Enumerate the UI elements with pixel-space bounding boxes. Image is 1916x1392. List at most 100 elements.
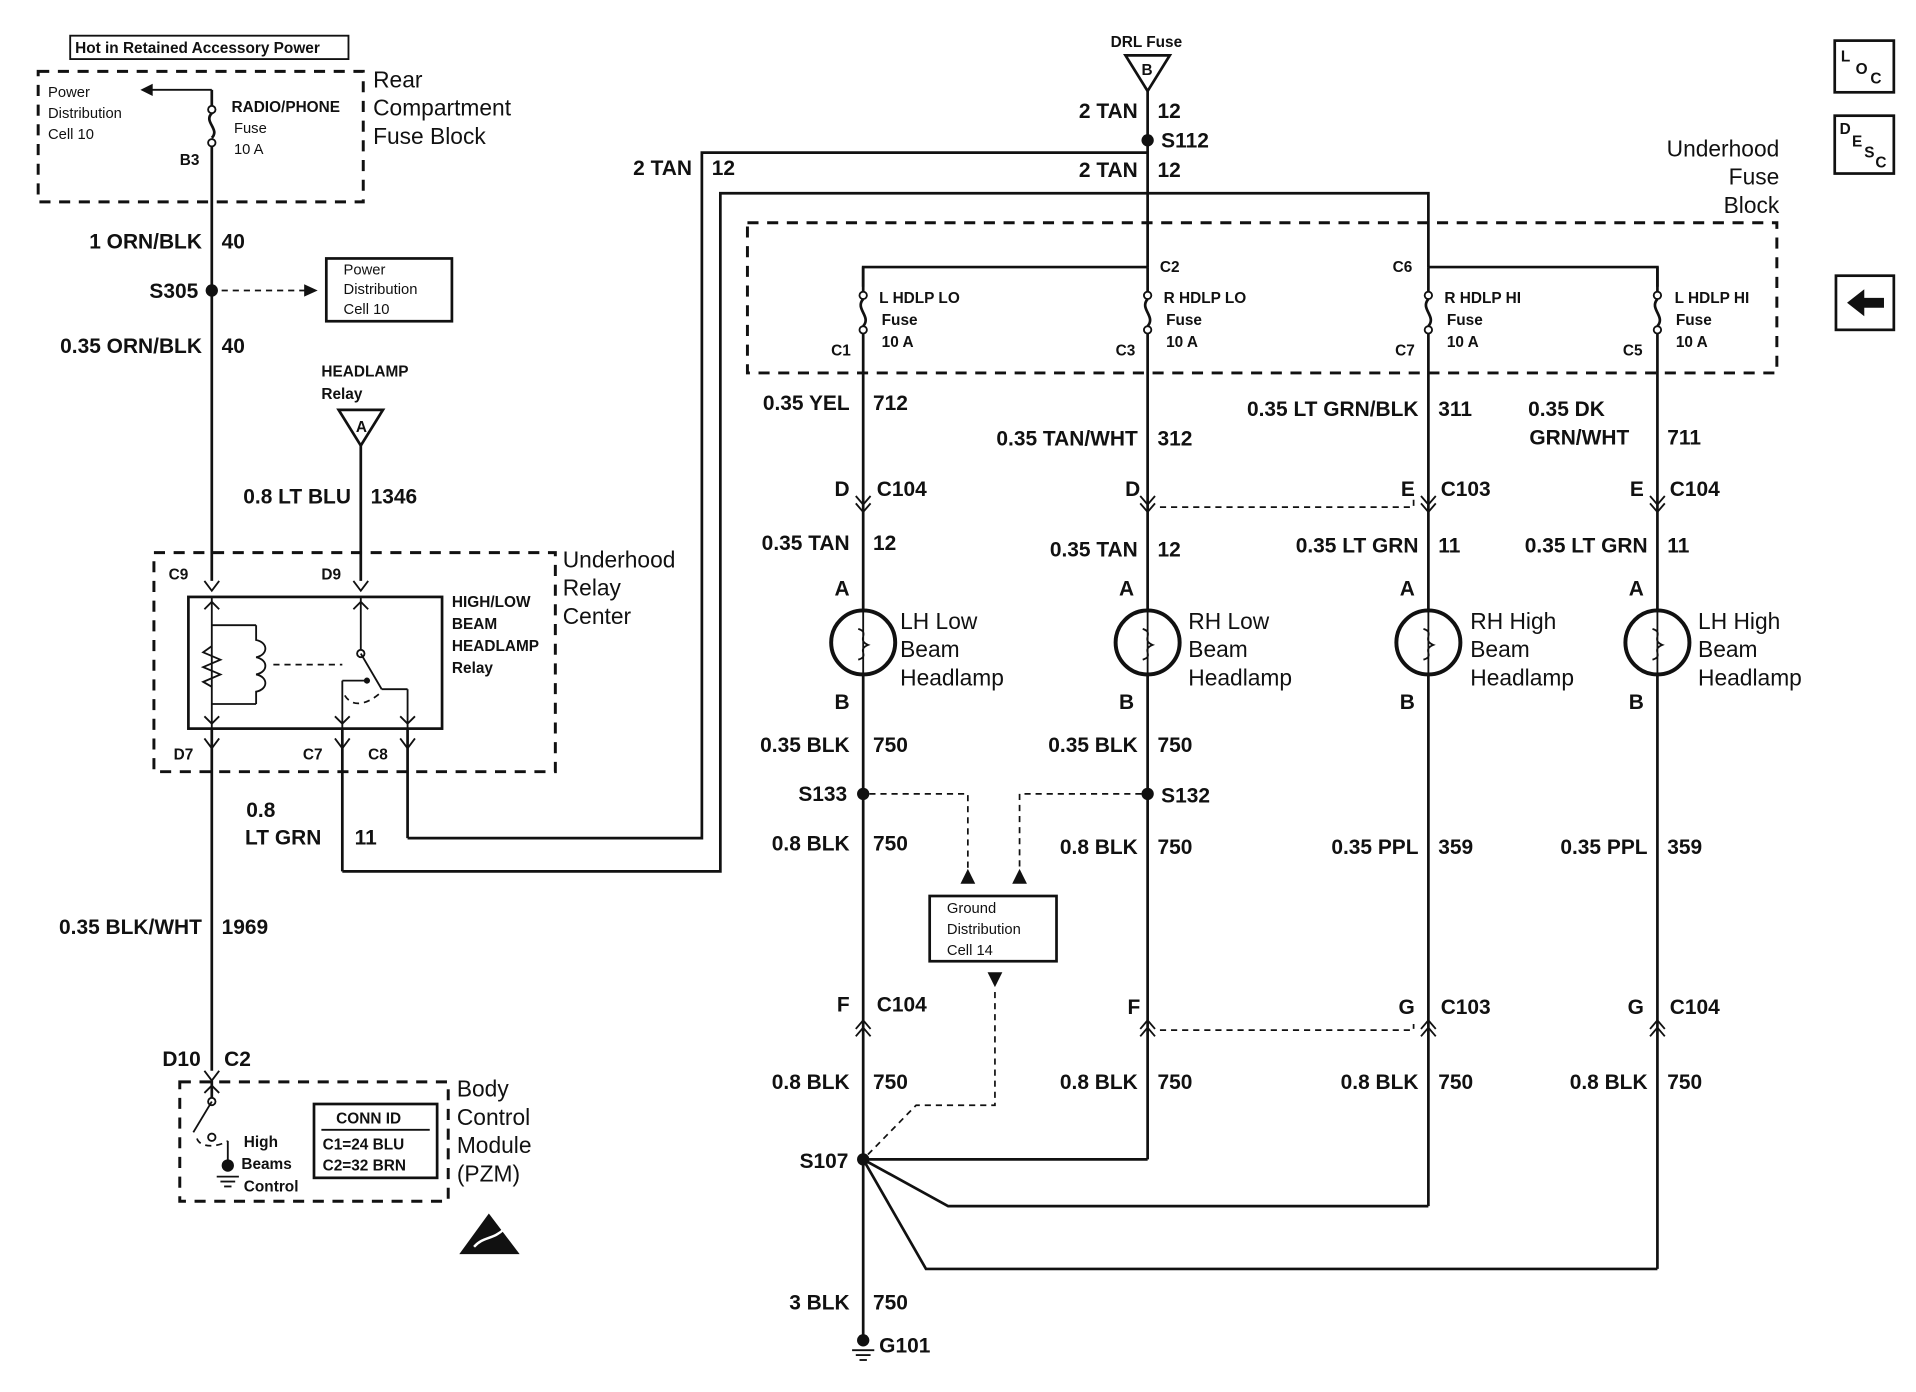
desc-c: C — [1875, 154, 1886, 171]
wire-tan-035-b-num: 12 — [1157, 538, 1180, 561]
loc-l: L — [1841, 49, 1850, 66]
ground-return-rh-high — [862, 1158, 1429, 1208]
wire-tan-2-left-num: 12 — [712, 157, 735, 180]
connector-chevron-icon — [1420, 495, 1437, 514]
wire-tan-035-a-num: 12 — [873, 532, 896, 555]
wire-tan-035-a-label: 0.35 TAN — [762, 532, 850, 555]
bcm-switch-link — [196, 1138, 229, 1147]
bcm-title-3: Module — [457, 1132, 532, 1158]
wire-lt-grn-blk-label: 0.35 LT GRN/BLK — [1247, 398, 1419, 421]
lamp-lh-high: A B LH High Beam Headlamp — [1623, 578, 1802, 714]
s132-ground-ref — [1018, 792, 1142, 872]
switch-label-3: Control — [244, 1178, 299, 1195]
wire-tan-2-left-label: 2 TAN — [633, 157, 692, 180]
splice-s112-dot — [1141, 134, 1154, 147]
fuse-icon — [1424, 298, 1433, 328]
pin-d10: D10 — [162, 1048, 200, 1071]
fuse-terminal — [858, 290, 868, 301]
loc-button[interactable]: L O C — [1833, 39, 1896, 94]
s133-ground-ref — [869, 792, 969, 872]
bcm-switch-blade — [192, 1101, 213, 1133]
fuse-name: R HDLP LO — [1164, 290, 1247, 307]
lamp-pin-b: B — [1119, 691, 1134, 714]
connector-pin: G — [1399, 996, 1415, 1019]
fuse-r-hdlp-hi: R HDLP HI Fuse 10 A C7 — [1395, 267, 1521, 360]
connector-chevron-icon — [855, 495, 872, 514]
fuse-pin: C7 — [1395, 343, 1415, 360]
wire-blk-3-num: 750 — [873, 1292, 908, 1315]
lamp-pin-b: B — [835, 691, 850, 714]
fuse-pin: C5 — [1623, 343, 1643, 360]
bulb-filament-icon — [1652, 610, 1665, 675]
desc-button[interactable]: D E S C — [1833, 114, 1896, 175]
fuse-name: L HDLP LO — [879, 290, 960, 307]
wire-tan-wht-num: 312 — [1157, 428, 1192, 451]
header-box — [69, 34, 350, 60]
lamp-pin-a: A — [1119, 578, 1134, 601]
wire-lt-grn-blk-num: 311 — [1438, 398, 1472, 421]
relay-center-title-3: Center — [563, 603, 632, 629]
fuse-bus-c6 — [1428, 265, 1659, 287]
arrow-down-icon — [987, 972, 1003, 988]
fuse-terminal — [207, 104, 217, 115]
bcm-outline — [178, 1080, 450, 1203]
esd-hand-mark — [473, 1227, 506, 1248]
splice-s133-label: S133 — [798, 783, 847, 806]
wire-tan-2-top-label: 2 TAN — [1079, 100, 1138, 123]
wire-dk-grn-wht-a: 0.35 DK — [1528, 398, 1605, 421]
connector-chevron-icon — [855, 1018, 872, 1037]
wire-tan-2-top-num: 12 — [1157, 100, 1180, 123]
wire-ppl-a-num: 359 — [1438, 836, 1473, 859]
radio-phone-fuse-rating: 10 A — [234, 142, 264, 158]
back-button[interactable] — [1834, 274, 1896, 332]
arrow-left-icon — [1847, 289, 1884, 317]
fuse-rating: 10 A — [882, 334, 914, 351]
bulb-filament-icon — [1423, 610, 1436, 675]
wire-lt-grn-a-num: 11 — [1438, 535, 1460, 558]
relay-switch-blade — [359, 653, 383, 690]
pdc-mid-3: Cell 10 — [344, 302, 390, 318]
wire-ppl-b-label: 0.35 PPL — [1560, 836, 1647, 859]
splice-s132-dot — [1141, 787, 1154, 800]
relay-center-title-2: Relay — [563, 575, 622, 601]
ground-dist-3: Cell 14 — [947, 943, 993, 959]
wire-blk-08-c-label: 0.8 BLK — [772, 1071, 850, 1094]
desc-button-frame — [1833, 114, 1896, 175]
fuse-word: Fuse — [1676, 312, 1712, 329]
arrow-down-icon — [399, 715, 416, 725]
lamp-name-3: Headlamp — [900, 665, 1004, 691]
ground-return-lh-high — [862, 1158, 1658, 1271]
conn-id-c1: C1=24 BLU — [323, 1137, 405, 1154]
fuse-r-hdlp-lo: R HDLP LO Fuse 10 A C3 — [1116, 267, 1247, 360]
wire-lt-grn-08-a: 0.8 — [246, 799, 275, 822]
connector-chevron-icon — [1649, 495, 1666, 514]
underhood-relay-center-outline — [152, 551, 557, 774]
switch-label-2: Beams — [241, 1156, 291, 1173]
connector-pin: G — [1628, 996, 1644, 1019]
headlamp-relay-ref-3: A — [356, 419, 367, 436]
arrow-up-icon — [203, 600, 220, 610]
connector-chevron-icon — [203, 580, 220, 593]
splice-dot — [221, 1159, 234, 1172]
wire-yel-label: 0.35 YEL — [763, 392, 850, 415]
fuse-name: R HDLP HI — [1444, 290, 1521, 307]
wire-orn-blk-1-label: 1 ORN/BLK — [89, 231, 202, 254]
lamp-name-3: Headlamp — [1470, 665, 1574, 691]
wire-blk-08-a-label: 0.8 BLK — [772, 832, 850, 855]
connector-id: C103 — [1441, 478, 1491, 501]
desc-d: D — [1840, 121, 1851, 138]
relay-armature-link — [344, 691, 383, 705]
wire-blk-08-b-num: 750 — [1157, 836, 1192, 859]
wire-blk-08-a-num: 750 — [873, 832, 908, 855]
splice-s305-dot — [205, 284, 218, 297]
ufb-title-3: Block — [1724, 192, 1780, 218]
connector-chevron-icon — [1139, 1018, 1156, 1037]
bcm-title-1: Body — [457, 1076, 510, 1102]
lamp-name-1: RH High — [1470, 608, 1556, 634]
arrow-up-icon — [203, 1084, 220, 1094]
wire-tan-2-s112-label: 2 TAN — [1079, 159, 1138, 182]
conn-id-box — [312, 1102, 439, 1180]
wire-blk-3-label: 3 BLK — [789, 1292, 849, 1315]
splice-dot — [857, 1334, 870, 1347]
